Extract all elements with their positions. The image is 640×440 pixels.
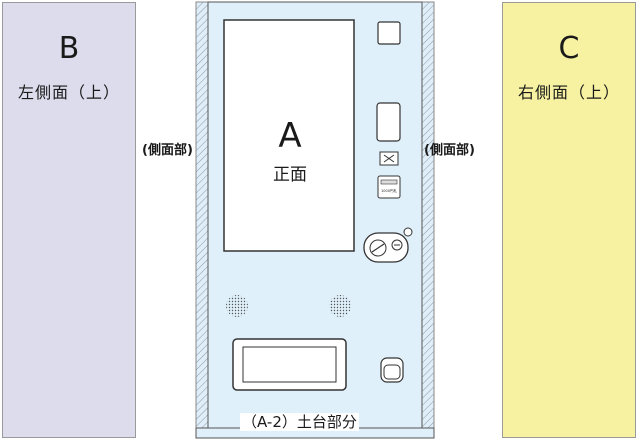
- coin-lock-icon: [363, 232, 409, 263]
- indicator-square: [377, 21, 401, 45]
- change-return: [380, 357, 404, 383]
- base-part-label: （A-2）土台部分: [240, 413, 359, 431]
- right-speaker-icon: [329, 295, 351, 317]
- right-panel-label: 右側面（上）: [517, 83, 620, 102]
- right-panel-letter: C: [558, 31, 580, 66]
- left-side-panel: B 左側面（上）: [2, 2, 136, 438]
- right-side-part-label: (側面部): [424, 143, 475, 158]
- indicator-dot: [403, 227, 413, 237]
- left-speaker-icon: [226, 295, 248, 317]
- right-side-strip: [421, 1, 435, 429]
- product-outlet: [232, 338, 347, 391]
- display-window: [223, 19, 355, 252]
- left-side-part-label: (側面部): [142, 143, 193, 158]
- left-panel-label: 左側面（上）: [17, 83, 120, 102]
- machine-letter: A: [278, 116, 302, 156]
- left-side-strip: [195, 1, 209, 429]
- bill-slot-text: 1000円札: [381, 188, 397, 193]
- right-side-panel: C 右側面（上）: [502, 2, 636, 438]
- bill-insert-slot: [376, 102, 401, 142]
- machine-label: 正面: [273, 165, 307, 185]
- bill-acceptor: 1000円札: [377, 175, 401, 199]
- left-panel-letter: B: [58, 31, 80, 66]
